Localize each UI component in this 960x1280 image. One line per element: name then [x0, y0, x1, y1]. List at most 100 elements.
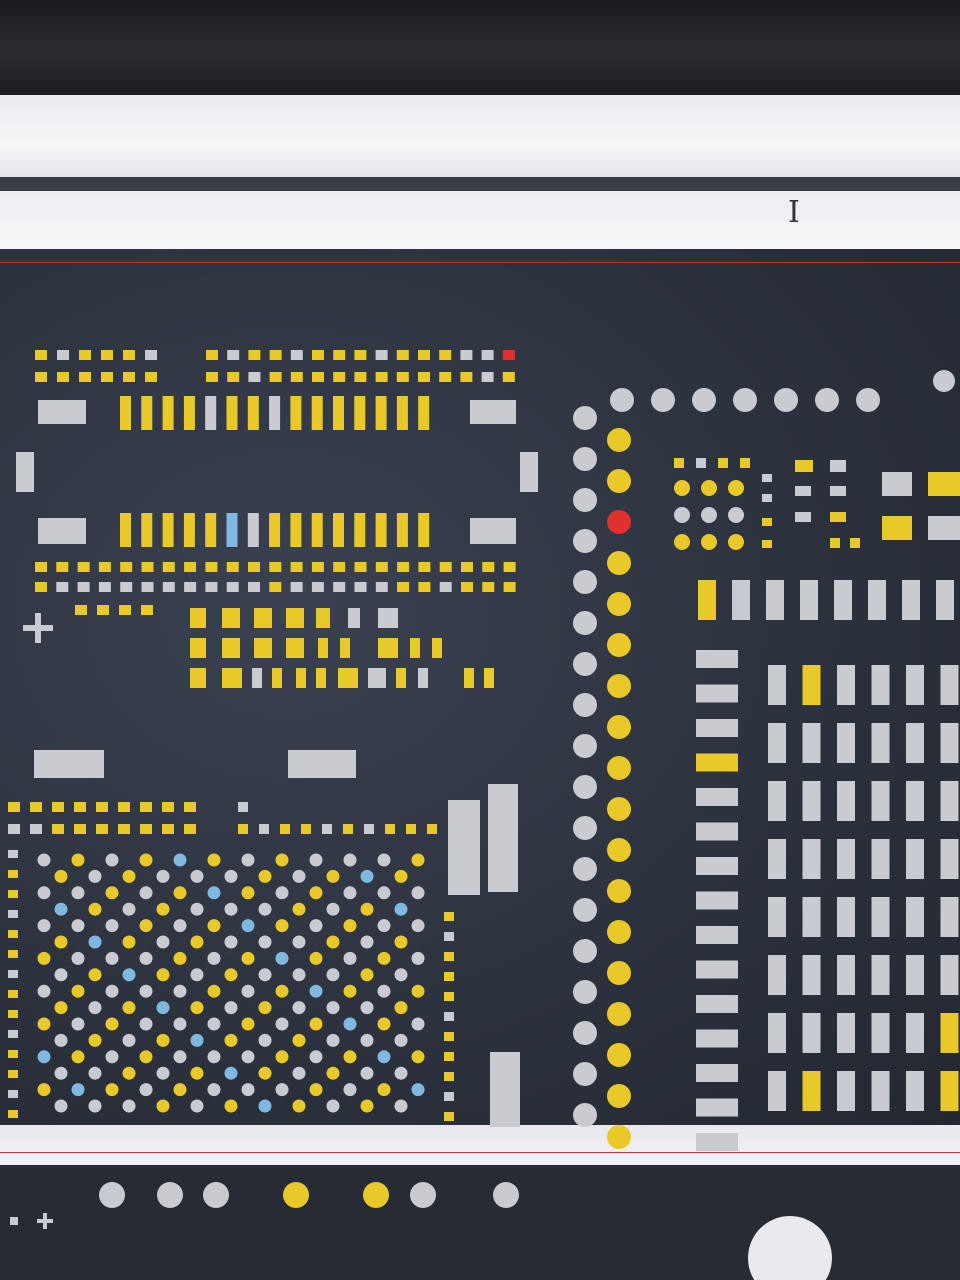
- smd-pad[interactable]: [10, 1217, 18, 1225]
- bga-ball[interactable]: [394, 1001, 408, 1015]
- smd-pad[interactable]: [123, 350, 135, 360]
- via-pad[interactable]: [573, 980, 597, 1004]
- smd-pad[interactable]: [162, 562, 175, 572]
- connector-pad[interactable]: [906, 1071, 924, 1111]
- via-pad[interactable]: [607, 633, 631, 657]
- bga-ball[interactable]: [105, 919, 119, 933]
- smd-pad[interactable]: [206, 350, 218, 360]
- via-pad[interactable]: [573, 1103, 597, 1127]
- connector-pad[interactable]: [871, 955, 890, 995]
- via-pad[interactable]: [573, 1021, 597, 1045]
- edge-pad[interactable]: [444, 1112, 454, 1121]
- smd-pad[interactable]: [378, 608, 398, 628]
- bga-ball[interactable]: [292, 1099, 306, 1113]
- smd-pad[interactable]: [290, 562, 303, 572]
- bga-ball[interactable]: [105, 951, 119, 965]
- smd-pad[interactable]: [502, 350, 515, 360]
- edge-pad[interactable]: [8, 1090, 18, 1098]
- bga-ball[interactable]: [88, 1001, 102, 1015]
- connector-pad[interactable]: [940, 897, 959, 937]
- via-pad[interactable]: [573, 570, 597, 594]
- bga-ball[interactable]: [360, 1033, 374, 1047]
- bga-ball[interactable]: [394, 968, 408, 982]
- bga-ball[interactable]: [173, 886, 187, 900]
- component-pad[interactable]: [448, 800, 480, 895]
- smd-pad[interactable]: [482, 562, 495, 572]
- ic-pin-pad[interactable]: [205, 513, 217, 547]
- connector-pad[interactable]: [906, 781, 924, 821]
- smd-pad[interactable]: [762, 494, 772, 502]
- smd-pad[interactable]: [119, 605, 131, 615]
- via-pad[interactable]: [674, 507, 690, 523]
- ic-pin-pad[interactable]: [375, 396, 387, 430]
- smd-pad[interactable]: [322, 824, 332, 834]
- smd-pad[interactable]: [316, 608, 330, 628]
- bga-ball[interactable]: [411, 1083, 425, 1097]
- edge-pad[interactable]: [444, 1072, 454, 1081]
- edge-pad[interactable]: [8, 1110, 18, 1118]
- connector-pad[interactable]: [837, 665, 855, 705]
- bga-ball[interactable]: [258, 968, 272, 982]
- smd-pad[interactable]: [184, 824, 196, 834]
- bga-ball[interactable]: [241, 1050, 255, 1064]
- edge-pad[interactable]: [444, 952, 454, 961]
- via-pad[interactable]: [573, 693, 597, 717]
- bga-ball[interactable]: [139, 886, 153, 900]
- smd-pad[interactable]: [56, 562, 69, 572]
- bga-ball[interactable]: [258, 1066, 272, 1080]
- bga-ball[interactable]: [37, 1083, 51, 1097]
- smd-pad[interactable]: [101, 372, 113, 382]
- bga-ball[interactable]: [122, 935, 136, 949]
- smd-pad[interactable]: [674, 458, 684, 468]
- ic-pin-pad[interactable]: [290, 513, 302, 547]
- via-pad[interactable]: [573, 939, 597, 963]
- smd-pad[interactable]: [481, 372, 494, 382]
- ic-pin-pad[interactable]: [418, 396, 430, 430]
- connector-pad[interactable]: [802, 665, 821, 705]
- connector-pad[interactable]: [768, 781, 786, 821]
- smd-pad[interactable]: [162, 824, 174, 834]
- connector-pad[interactable]: [906, 839, 924, 879]
- bga-ball[interactable]: [411, 853, 425, 867]
- bga-ball[interactable]: [139, 984, 153, 998]
- bga-ball[interactable]: [173, 1017, 187, 1031]
- component-pad[interactable]: [470, 400, 516, 424]
- bga-ball[interactable]: [156, 869, 170, 883]
- connector-pad[interactable]: [696, 960, 738, 979]
- bga-ball[interactable]: [156, 1033, 170, 1047]
- smd-pad[interactable]: [222, 608, 240, 628]
- smd-pad[interactable]: [397, 582, 410, 592]
- bga-ball[interactable]: [156, 968, 170, 982]
- smd-pad[interactable]: [762, 474, 772, 482]
- bga-ball[interactable]: [88, 968, 102, 982]
- connector-pad[interactable]: [906, 955, 924, 995]
- via-pad[interactable]: [573, 734, 597, 758]
- smd-pad[interactable]: [272, 668, 282, 688]
- smd-pad[interactable]: [354, 372, 367, 382]
- via-pad[interactable]: [733, 388, 757, 412]
- bga-ball[interactable]: [343, 951, 357, 965]
- bga-ball[interactable]: [88, 1033, 102, 1047]
- smd-pad[interactable]: [830, 512, 846, 522]
- bga-ball[interactable]: [71, 984, 85, 998]
- bga-ball[interactable]: [309, 919, 323, 933]
- bga-ball[interactable]: [173, 951, 187, 965]
- smd-pad[interactable]: [162, 802, 174, 812]
- smd-pad[interactable]: [227, 372, 240, 382]
- smd-pad[interactable]: [52, 824, 64, 834]
- bga-ball[interactable]: [207, 951, 221, 965]
- via-pad[interactable]: [607, 1125, 631, 1149]
- bga-ball[interactable]: [88, 935, 102, 949]
- bga-ball[interactable]: [207, 1017, 221, 1031]
- smd-pad[interactable]: [830, 460, 846, 472]
- bga-ball[interactable]: [343, 886, 357, 900]
- bga-ball[interactable]: [37, 1050, 51, 1064]
- smd-pad[interactable]: [269, 562, 282, 572]
- bga-ball[interactable]: [122, 1033, 136, 1047]
- edge-pad[interactable]: [8, 1030, 18, 1038]
- ic-pin-pad[interactable]: [311, 513, 323, 547]
- ic-pin-pad[interactable]: [418, 513, 430, 547]
- connector-pad[interactable]: [696, 1133, 738, 1151]
- connector-pad[interactable]: [768, 1071, 786, 1111]
- smd-pad[interactable]: [795, 486, 811, 496]
